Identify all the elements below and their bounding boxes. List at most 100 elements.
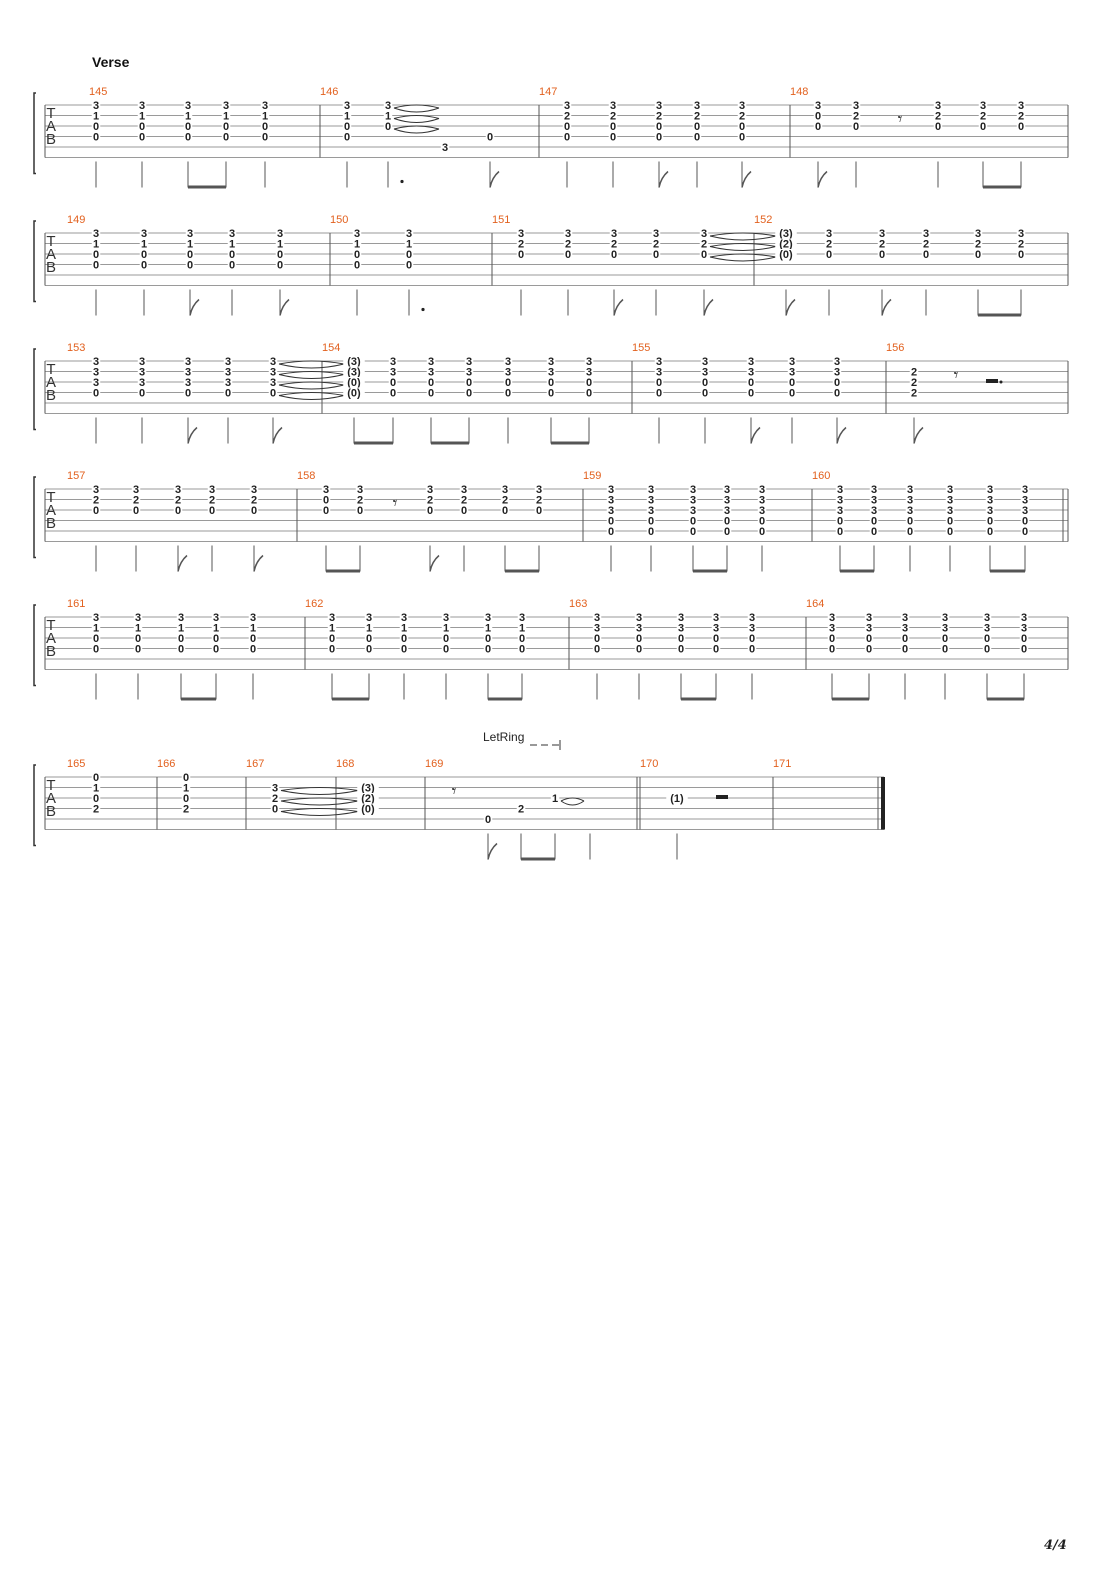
fret-number: (0): [347, 377, 361, 389]
note-beam: [354, 441, 393, 445]
fret-number: 0: [701, 249, 707, 261]
fret-bg: [91, 782, 101, 793]
fret-number: 0: [223, 121, 229, 133]
fret-number: 3: [1022, 484, 1028, 496]
fret-number: 0: [427, 505, 433, 517]
fret-number: 3: [187, 228, 193, 240]
tab-system: TAB1613100310031003100310016231003100310…: [33, 598, 1069, 701]
fret-number: 3: [975, 228, 981, 240]
fret-bg: [91, 377, 101, 387]
fret-number: 3: [648, 505, 654, 517]
fret-number: 3: [713, 623, 719, 635]
fret-number: 0: [586, 377, 592, 389]
fret-bg: [464, 377, 474, 387]
note-beam: [332, 697, 369, 701]
fret-bg: [133, 633, 143, 643]
fret-number: 3: [815, 100, 821, 112]
fret-bg: [173, 505, 183, 515]
tab-system: TAB16501021660102167320168(3)(2)(0)169𝄾0…: [33, 758, 885, 861]
fret-number: 0: [789, 388, 795, 400]
fret-bg: [945, 515, 955, 526]
fret-number: 0: [406, 249, 412, 261]
fret-number: 3: [357, 484, 363, 496]
fret-number: 3: [466, 367, 472, 379]
fret-number: 3: [879, 228, 885, 240]
fret-number: 0: [272, 804, 278, 816]
fret-bg: [426, 387, 436, 398]
fret-number: 2: [133, 495, 139, 507]
note-flag: [836, 426, 847, 444]
note-flag: [189, 298, 200, 316]
fret-bg: [985, 494, 995, 505]
fret-bg: [646, 494, 656, 505]
measure-number: 156: [886, 342, 904, 354]
fret-number: 0: [185, 121, 191, 133]
fret-bg: [832, 366, 842, 377]
fret-bg: [221, 131, 231, 142]
tie-arc: [278, 392, 345, 396]
fret-number: 3: [229, 228, 235, 240]
fret-number: 3: [354, 228, 360, 240]
tie-arc: [278, 395, 345, 400]
fret-bg: [1019, 622, 1029, 633]
fret-bg: [268, 356, 278, 366]
fret-number: 3: [984, 612, 990, 624]
fret-bg: [634, 633, 644, 643]
fret-bg: [869, 515, 879, 526]
fret-number: 1: [185, 111, 191, 123]
fret-bg: [137, 366, 147, 377]
fret-number: 3: [648, 484, 654, 496]
measure-number: 145: [89, 86, 107, 98]
fret-number: 0: [505, 377, 511, 389]
note-flag: [817, 170, 828, 188]
fret-bg: [775, 249, 797, 259]
note-beam: [181, 697, 216, 701]
fret-bg: [404, 249, 414, 259]
fret-number: 3: [133, 484, 139, 496]
measure-number: 163: [569, 598, 587, 610]
fret-bg: [137, 131, 147, 142]
note-beam: [987, 697, 1024, 701]
fret-bg: [91, 494, 101, 505]
note-flag: [913, 426, 924, 444]
fret-number: 3: [93, 367, 99, 379]
fret-number: 3: [748, 367, 754, 379]
tie-arc: [278, 371, 345, 375]
fret-number: 0: [608, 516, 614, 528]
fret-number: 1: [552, 793, 558, 805]
fret-number: 0: [366, 644, 372, 656]
fret-bg: [248, 622, 258, 633]
fret-bg: [973, 238, 983, 249]
fret-bg: [978, 100, 988, 110]
fret-bg: [933, 121, 943, 131]
rest-dot: [999, 380, 1003, 384]
fret-bg: [606, 526, 616, 536]
tab-system: TAB15333303330333033303330154(3)(3)(0)(0…: [33, 342, 1069, 445]
fret-bg: [978, 110, 988, 121]
fret-number: 3: [724, 484, 730, 496]
fret-bg: [747, 643, 757, 654]
fret-bg: [827, 622, 837, 633]
tab-clef-letter: A: [46, 118, 56, 135]
fret-bg: [441, 612, 451, 622]
fret-number: (3): [779, 228, 793, 240]
fret-number: 0: [178, 633, 184, 645]
fret-number: 3: [866, 612, 872, 624]
fret-bg: [1016, 228, 1026, 238]
fret-number: 3: [272, 783, 278, 795]
fret-number: 0: [406, 260, 412, 272]
fret-bg: [699, 249, 709, 259]
fret-bg: [343, 377, 365, 387]
note-beam: [505, 569, 539, 573]
fret-number: 0: [390, 377, 396, 389]
fret-number: 0: [853, 121, 859, 133]
fret-bg: [584, 356, 594, 366]
fret-bg: [550, 793, 560, 803]
fret-number: 3: [139, 100, 145, 112]
fret-number: 0: [461, 505, 467, 517]
fret-number: 0: [344, 121, 350, 133]
fret-bg: [1016, 121, 1026, 131]
fret-bg: [534, 484, 544, 494]
fret-bg: [1019, 612, 1029, 622]
fret-number: 0: [694, 121, 700, 133]
